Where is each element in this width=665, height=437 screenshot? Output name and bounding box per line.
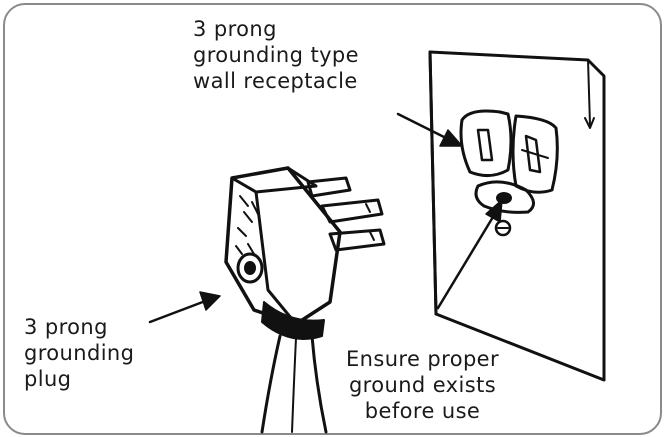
pointer-arrow-icon <box>148 112 503 324</box>
plug-label-line: 3 prong <box>24 315 108 339</box>
receptacle-label: 3 prong grounding type wall receptacle <box>193 16 359 94</box>
ground-warning-line: before use <box>364 399 481 423</box>
receptacle-label-line: 3 prong <box>193 17 277 41</box>
receptacle-label-line: wall receptacle <box>193 69 358 93</box>
ground-warning-line: Ensure proper <box>346 347 500 371</box>
receptacle-label-line: grounding type <box>193 43 359 67</box>
plug-icon <box>224 166 386 340</box>
ground-warning-line: ground exists <box>348 373 497 397</box>
plug-label-line: plug <box>24 367 72 391</box>
wall-receptacle-icon <box>428 50 606 382</box>
ground-warning-label: Ensure proper ground exists before use <box>346 346 499 424</box>
plug-label: 3 prong grounding plug <box>24 314 134 392</box>
power-cord-icon <box>260 334 328 434</box>
diagram-frame <box>3 3 662 435</box>
plug-label-line: grounding <box>24 341 135 365</box>
